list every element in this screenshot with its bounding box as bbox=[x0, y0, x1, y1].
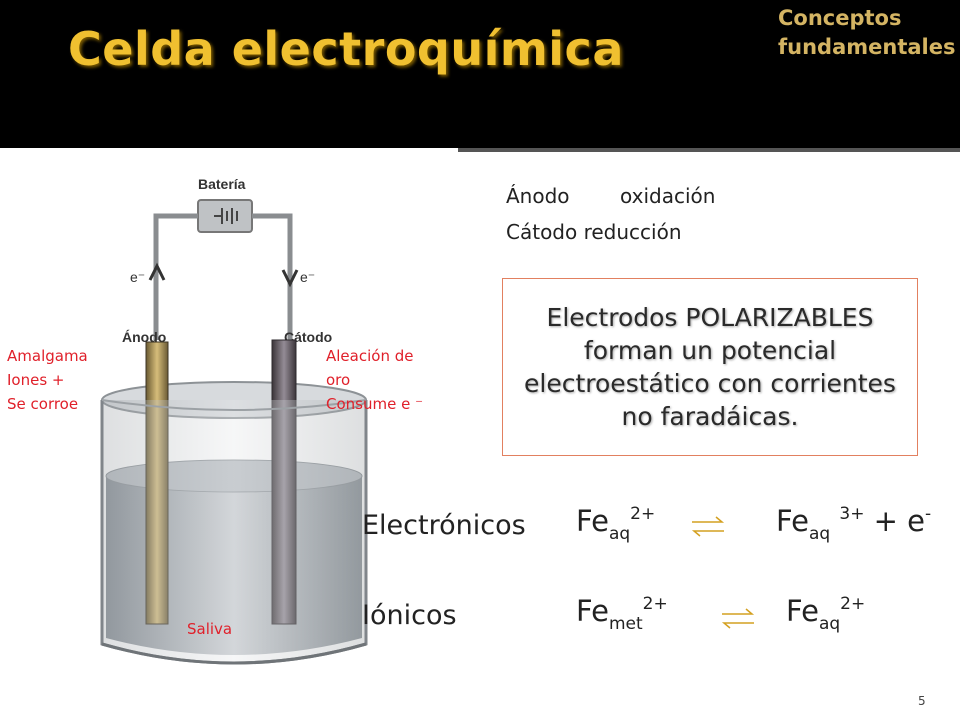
header-rule bbox=[458, 148, 960, 152]
eq1-right-base: Fe bbox=[776, 504, 809, 538]
anode-note-line-1: Amalgama bbox=[7, 347, 88, 365]
electron-label-left: e⁻ bbox=[130, 269, 145, 285]
battery-label: Batería bbox=[198, 176, 246, 192]
electrochemical-cell-diagram: Batería e⁻ e⁻ Ánodo Cátodo bbox=[0, 148, 458, 708]
eq1-right-tail-sup: - bbox=[925, 504, 932, 524]
equation-2-product: Feaq2+ bbox=[786, 594, 865, 634]
anode-note: Amalgama Iones + Se corroe bbox=[7, 344, 88, 416]
section-tag-line-1: Conceptos bbox=[778, 6, 902, 30]
cathode-note: Aleación de oro Consume e ⁻ bbox=[326, 344, 423, 416]
eq2-right-sub: aq bbox=[818, 614, 841, 634]
ionic-label: Iónicos bbox=[362, 600, 457, 631]
eq1-left-base: Fe bbox=[576, 504, 609, 538]
electronic-label: Electrónicos bbox=[362, 510, 526, 541]
electron-arrow-down-icon bbox=[281, 269, 299, 288]
slide-header: Celda electroquímica Conceptos fundament… bbox=[0, 0, 960, 148]
eq2-left-base: Fe bbox=[576, 594, 609, 628]
cathode-term: Cátodo bbox=[506, 220, 578, 244]
anode-note-line-3: Se corroe bbox=[7, 395, 79, 413]
eq2-right-sup: 2+ bbox=[840, 594, 866, 614]
eq1-right-sub: aq bbox=[808, 524, 831, 544]
anode-label: Ánodo bbox=[122, 329, 166, 345]
cathode-process: reducción bbox=[583, 220, 682, 244]
equation-2-reactant: Femet2+ bbox=[576, 594, 668, 634]
cathode-definition: Cátodo reducción bbox=[506, 214, 715, 250]
polarizable-callout: Electrodos POLARIZABLES forman un potenc… bbox=[502, 278, 918, 456]
anode-process: oxidación bbox=[620, 184, 716, 208]
eq1-right-tail: + e bbox=[864, 504, 926, 538]
electron-arrow-up-icon bbox=[148, 262, 166, 281]
equilibrium-arrows-icon bbox=[721, 608, 755, 629]
wire-right bbox=[252, 213, 293, 340]
wire-left bbox=[153, 213, 198, 340]
page-number: 5 bbox=[918, 694, 926, 708]
anode-definition: Ánodo oxidación bbox=[506, 178, 715, 214]
equilibrium-arrows-icon bbox=[691, 516, 725, 537]
cathode-note-line-3: Consume e ⁻ bbox=[326, 395, 424, 413]
electron-label-right: e⁻ bbox=[300, 269, 315, 285]
battery-icon bbox=[197, 199, 253, 233]
eq2-left-sup: 2+ bbox=[642, 594, 668, 614]
slide-title: Celda electroquímica bbox=[68, 22, 624, 76]
anode-note-line-2: Iones + bbox=[7, 371, 65, 389]
callout-text: Electrodos POLARIZABLES forman un potenc… bbox=[524, 303, 896, 431]
cathode-note-line-2: oro bbox=[326, 371, 351, 389]
beaker bbox=[100, 400, 368, 665]
eq2-right-base: Fe bbox=[786, 594, 819, 628]
eq1-right-sup: 3+ bbox=[839, 504, 865, 524]
reaction-definitions: Ánodo oxidación Cátodo reducción bbox=[506, 178, 715, 250]
section-tag: Conceptos fundamentales bbox=[778, 4, 958, 62]
eq1-left-sub: aq bbox=[608, 524, 631, 544]
anode-term: Ánodo bbox=[506, 184, 570, 208]
eq1-left-sup: 2+ bbox=[630, 504, 656, 524]
section-tag-line-2: fundamentales bbox=[778, 35, 956, 59]
saliva-label: Saliva bbox=[187, 620, 233, 638]
equation-1-product: Feaq 3+ + e- bbox=[776, 504, 931, 544]
cathode-note-line-1: Aleación de bbox=[326, 347, 414, 365]
eq2-left-sub: met bbox=[608, 614, 643, 634]
equation-1-reactant: Feaq2+ bbox=[576, 504, 655, 544]
